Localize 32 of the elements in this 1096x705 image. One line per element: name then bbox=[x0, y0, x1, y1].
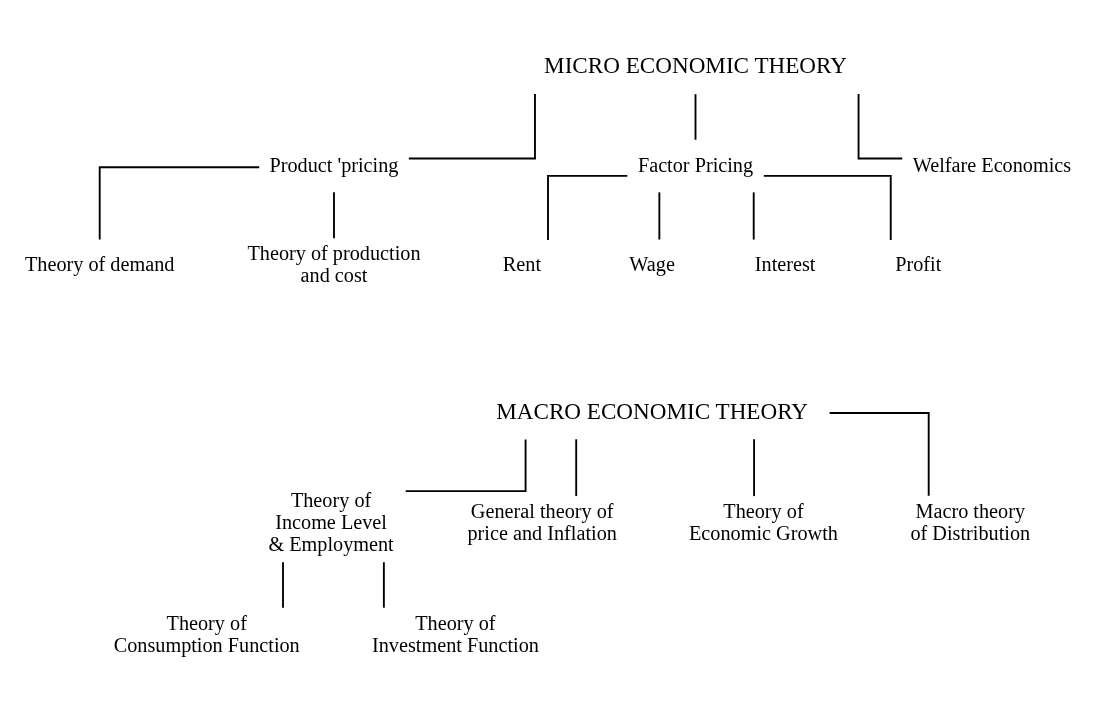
connector bbox=[407, 93, 536, 160]
connector bbox=[753, 438, 755, 498]
node-text: Interest bbox=[754, 253, 816, 276]
node-text: Theory of Income Level & Employment bbox=[268, 489, 394, 555]
node-text: Welfare Economics bbox=[912, 153, 1072, 176]
node-text: Factor Pricing bbox=[637, 153, 754, 176]
connector bbox=[404, 438, 527, 493]
node-text: Rent bbox=[502, 253, 542, 276]
connector bbox=[752, 191, 755, 241]
node-text: Theory of Consumption Function bbox=[113, 612, 300, 656]
connector bbox=[547, 174, 629, 241]
node-text: Theory of demand bbox=[24, 253, 175, 276]
connector bbox=[282, 561, 284, 609]
connector bbox=[658, 191, 661, 241]
node-text: Profit bbox=[895, 253, 942, 276]
connector bbox=[828, 412, 930, 497]
node-text: Product 'pricing bbox=[269, 153, 399, 176]
connector bbox=[575, 438, 578, 498]
connector bbox=[98, 166, 261, 241]
connector bbox=[382, 561, 385, 609]
node-text: General theory of price and Inflation bbox=[467, 500, 617, 544]
node-text: Theory of Investment Function bbox=[371, 612, 539, 656]
node-text: Macro theory of Distribution bbox=[910, 500, 1031, 544]
node-text: Theory of Economic Growth bbox=[689, 500, 838, 544]
node-text: Theory of production and cost bbox=[247, 242, 421, 287]
connector bbox=[694, 93, 697, 141]
connector bbox=[762, 174, 892, 241]
connector bbox=[333, 191, 335, 240]
node-text: MICRO ECONOMIC THEORY bbox=[544, 52, 847, 79]
connector bbox=[857, 93, 904, 160]
node-text: Wage bbox=[629, 253, 675, 276]
node-text: MACRO ECONOMIC THEORY bbox=[496, 397, 809, 424]
